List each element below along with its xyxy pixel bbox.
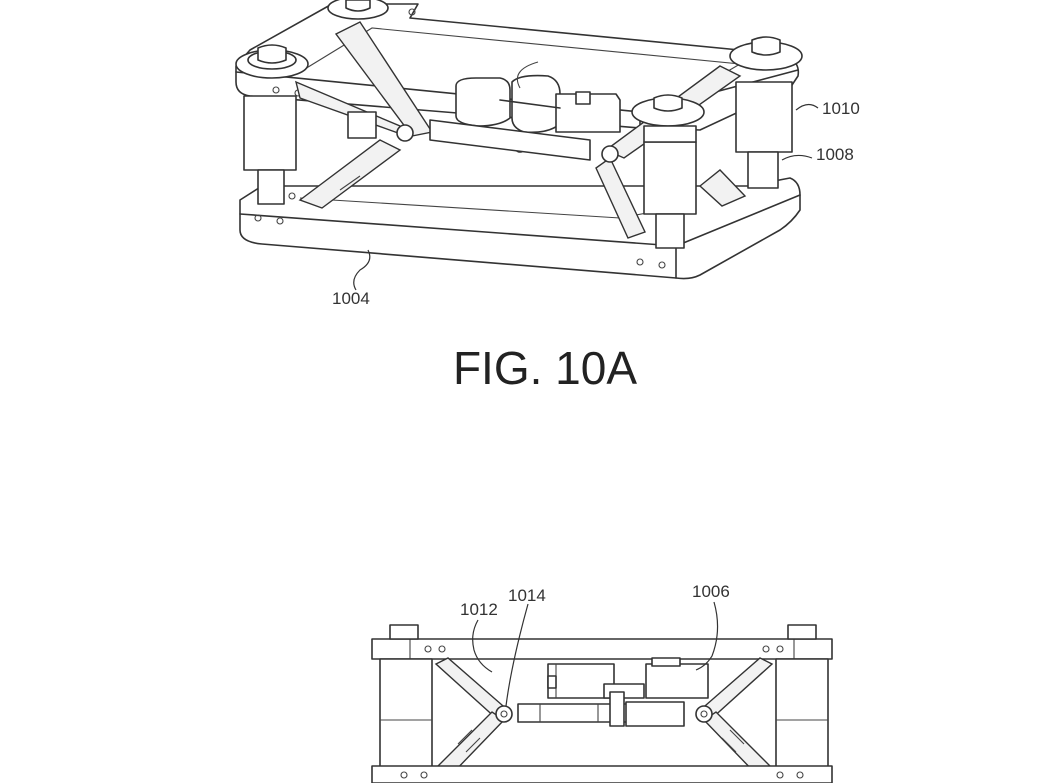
- post-cap-right: [788, 625, 816, 639]
- pivot-pin-right: [602, 146, 618, 162]
- figure-10a-perspective-view: 1010 1008 1004 FIG. 10A: [236, 0, 860, 394]
- ref-label-1008: 1008: [816, 145, 854, 164]
- figure-front-elevation-view: 1012 1014 1006: [372, 582, 832, 783]
- leader-1010: [796, 104, 818, 110]
- ref-label-1012: 1012: [460, 600, 498, 619]
- actuator-1006: [518, 658, 708, 726]
- ref-label-1014: 1014: [508, 586, 546, 605]
- ref-label-1010: 1010: [822, 99, 860, 118]
- ref-label-1004: 1004: [332, 289, 370, 308]
- base-plate: [372, 766, 832, 783]
- side-post-right: [776, 659, 828, 783]
- figure-caption: FIG. 10A: [453, 342, 637, 394]
- guide-post-front-left: [236, 45, 308, 204]
- pivot-pin-right: [696, 706, 712, 722]
- guide-post-rear-right: [730, 37, 802, 188]
- pivot-pin-1014: [496, 706, 512, 722]
- pivot-pin-left: [397, 125, 413, 141]
- ref-label-1006: 1006: [692, 582, 730, 601]
- leader-1008: [782, 155, 812, 160]
- side-post-left: [380, 659, 432, 783]
- leader-1004: [354, 250, 370, 290]
- post-cap-left: [390, 625, 418, 639]
